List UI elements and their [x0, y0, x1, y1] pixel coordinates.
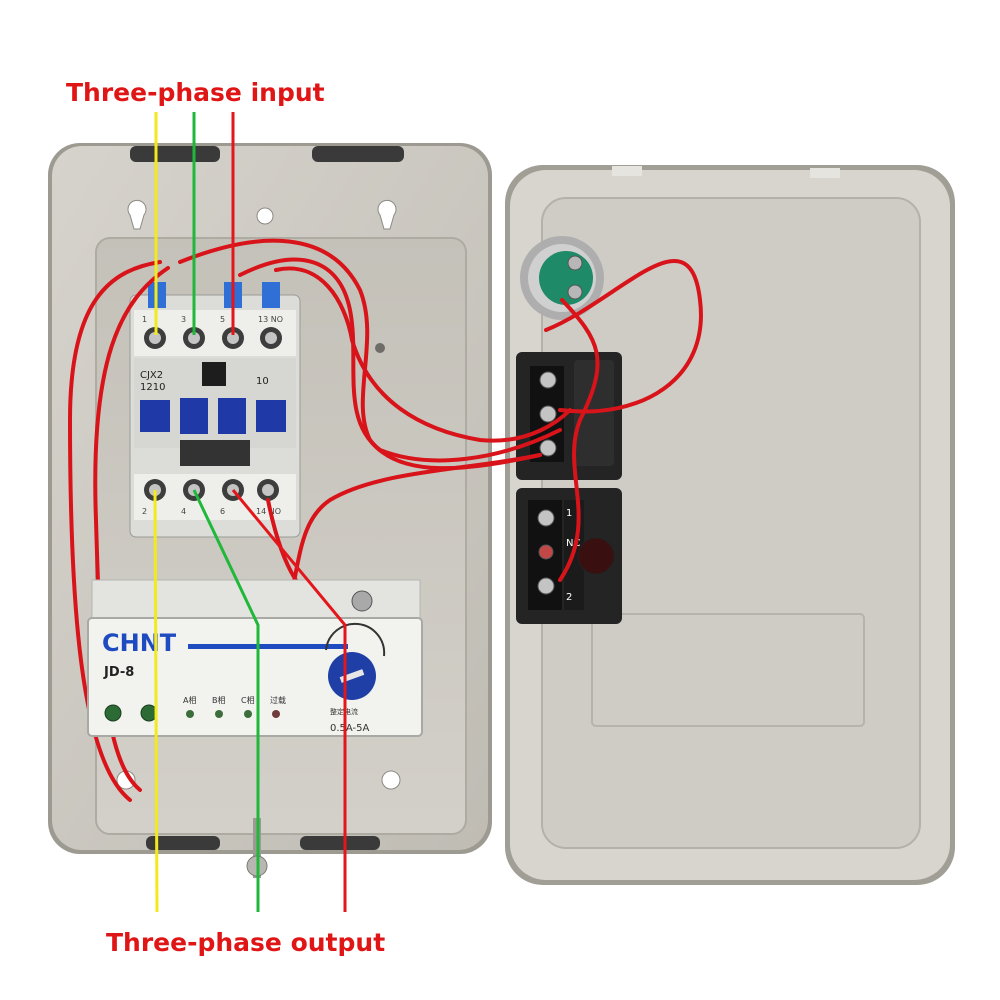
indicator-label-c: C相 [241, 695, 255, 705]
terminal-label-3: 3 [181, 315, 186, 324]
output-line-green [192, 489, 260, 912]
nc-contact-label: NC [566, 538, 580, 549]
indicator-label-overload: 过载 [270, 695, 286, 705]
top-grommet-right [312, 146, 404, 162]
dial-range: 0.5A-5A [330, 723, 369, 734]
relay-brand-logo: CHNT [102, 629, 177, 657]
label-recess [591, 613, 865, 727]
three-phase-input-label: Three-phase input [66, 78, 325, 107]
keyhole-right [377, 199, 397, 230]
lamp-screw-top [567, 255, 583, 271]
contactor: 1 3 5 13 NO CJX2 1210 10 2 4 6 14 NO [129, 282, 301, 538]
relay-model: JD-8 [103, 665, 134, 680]
screw-hole [375, 343, 385, 353]
mount-hole [256, 207, 274, 225]
output-line-red [231, 489, 347, 912]
contactor-model-line2: 1210 [140, 382, 165, 393]
indicator-label-b: B相 [212, 695, 226, 705]
stop-button-block: 1 NC 2 [516, 488, 622, 624]
indicator-lamp [520, 236, 604, 320]
terminal-label-4: 4 [181, 507, 186, 516]
contactor-rating: 10 [256, 376, 269, 387]
output-line-yellow [153, 489, 159, 913]
three-phase-output-label: Three-phase output [106, 928, 386, 957]
start-button-block [516, 352, 622, 480]
terminal-label-13: 13 NO [258, 315, 283, 324]
bottom-grommet-right [300, 836, 380, 850]
terminal-label-5: 5 [220, 315, 225, 324]
terminal-label-2: 2 [142, 507, 147, 516]
overload-relay: CHNT JD-8 A相 B相 C相 过载 整定电流 0.5A-5A [87, 579, 423, 737]
contactor-model-line1: CJX2 [140, 370, 163, 381]
nc-terminal-1: 1 [566, 508, 572, 519]
lamp-screw-bottom [567, 284, 583, 300]
top-grommet-left [130, 146, 220, 162]
nc-terminal-2: 2 [566, 592, 572, 603]
terminal-label-6: 6 [220, 507, 225, 516]
keyhole-left [127, 199, 147, 230]
terminal-label-1: 1 [142, 315, 147, 324]
bottom-grommet-left [146, 836, 220, 850]
indicator-label-a: A相 [183, 695, 196, 705]
relay-led-power [104, 704, 122, 722]
phase-lines [153, 112, 347, 913]
right-enclosure-lid [505, 165, 955, 885]
bottom-hole-right [381, 770, 401, 790]
red-wiring [67, 238, 703, 802]
